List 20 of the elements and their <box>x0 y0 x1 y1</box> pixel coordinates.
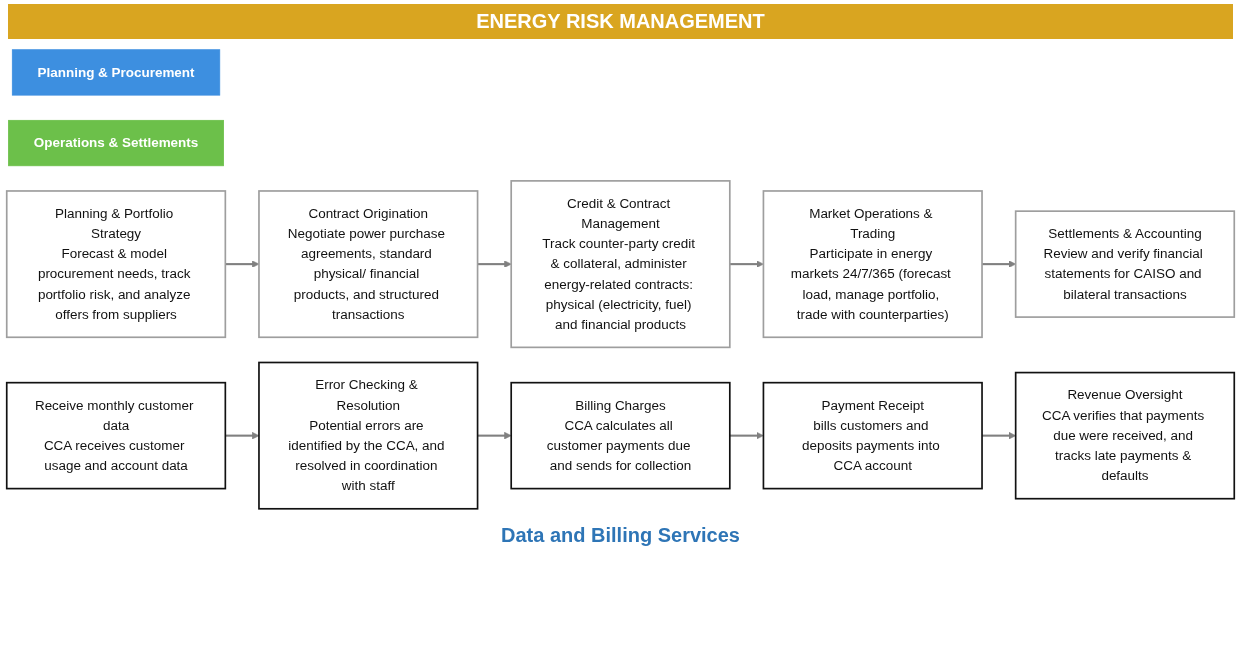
arrow <box>729 260 764 268</box>
node-box: Error Checking & Resolution Potential errors are identified by the CCA, and resolved in coordination with staff <box>258 361 479 510</box>
node-box: Planning & Procurement <box>11 49 221 96</box>
arrow <box>477 260 512 268</box>
node-box: Revenue Oversight CCA verifies that payments due were received, and tracks late payments & defaults <box>1014 371 1236 500</box>
node-box: Market Operations & Trading Participate in energy markets 24/7/365 (forecast load, manage portfolio, trade with counterparties) <box>762 190 983 339</box>
node-box: Payment Receipt bills customers and deposits payments into CCA account <box>762 381 983 490</box>
node-box: Contract Origination Negotiate power purchase agreements, standard physical/ financial products, and structured transactions <box>258 190 479 339</box>
node-box: Planning & Portfolio Strategy Forecast & model procurement needs, track portfolio risk, and analyze offers from suppliers <box>5 190 227 339</box>
node-box: Receive monthly customer data CCA receives customer usage and account data <box>5 381 227 490</box>
arrow <box>477 431 512 440</box>
section-heading: Data and Billing Services <box>500 523 741 547</box>
node-box: Billing Charges CCA calculates all customer payments due and sends for collection <box>510 381 731 490</box>
arrow <box>729 431 764 440</box>
node-box: Credit & Contract Management Track counter-party credit & collateral, administer energy-related contracts: physical (electricity, fuel) and financial products <box>510 180 731 349</box>
node-box: Settlements & Accounting Review and verify financial statements for CAISO and bilateral transactions <box>1014 210 1236 318</box>
arrow <box>982 260 1016 268</box>
title-banner: ENERGY RISK MANAGEMENT <box>8 4 1233 39</box>
arrow <box>982 431 1016 440</box>
node-box: Operations & Settlements <box>8 119 224 167</box>
